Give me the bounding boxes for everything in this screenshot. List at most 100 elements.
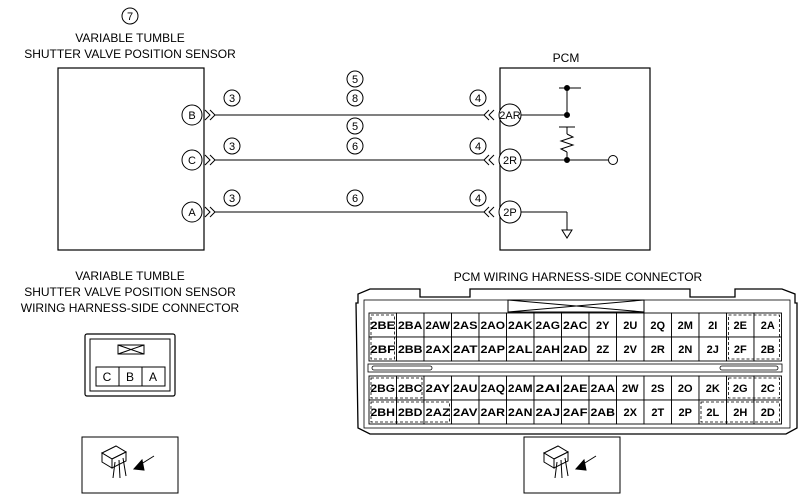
pcm-connector-pin-label: 2BA	[398, 320, 423, 332]
pcm-connector-cell: 2E	[726, 312, 755, 338]
pcm-connector-pin-label: 2AW	[426, 320, 451, 332]
pcm-connector-cell: 2AK	[506, 312, 535, 338]
sensor-number-circle	[121, 7, 139, 25]
wire-row-a: A 3 6 4 2P	[181, 189, 522, 224]
pcm-connector-pin-label: 2A	[761, 320, 775, 332]
pcm-connector-housing	[355, 288, 798, 435]
pcm-connector-cell: 2W	[616, 375, 645, 401]
pcm-connector-pin-label: 2AG	[536, 320, 561, 332]
pcm-connector-cell: 2AM	[506, 375, 535, 401]
sensor-connector-title-line3: WIRING HARNESS-SIDE CONNECTOR	[21, 301, 240, 315]
pcm-connector-title: PCM WIRING HARNESS-SIDE CONNECTOR	[454, 270, 703, 284]
wire-mid-ref: 6	[352, 141, 358, 153]
pcm-connector-pin-label: 2AH	[536, 344, 561, 356]
sensor-number: 7	[127, 11, 133, 23]
sensor-title-line1: VARIABLE TUMBLE	[75, 31, 185, 45]
pcm-connector-pin-label: 2BD	[398, 407, 423, 419]
pcm-connector-group-outline	[700, 401, 780, 423]
wire-mid-ref: 5	[352, 74, 358, 86]
pcm-connector-cell: 2AL	[506, 336, 535, 362]
pcm-connector-cell: 2AE	[561, 375, 590, 401]
pcm-connector-pin-label: 2B	[761, 344, 775, 356]
pcm-connector-cell: 2Z	[588, 336, 617, 362]
pcm-connector-pin-label: 2K	[706, 383, 720, 395]
pcm-connector-pin-label: 2P	[679, 407, 692, 419]
pcm-connector-cell: 2I	[698, 312, 727, 338]
pcm-connector-cell: 2J	[698, 336, 727, 362]
pcm-connector-group-outline	[728, 314, 780, 360]
pcm-connector-cell: 2BB	[396, 336, 425, 362]
pcm-connector-cell: 2AZ	[423, 399, 452, 425]
pcm-connector-cell: 2D	[753, 399, 782, 425]
pcm-connector-pin-label: 2S	[651, 383, 664, 395]
pcm-connector-cell: 2F	[726, 336, 755, 362]
wire-row-b: B 3 5 8 4 2AR	[181, 70, 522, 127]
pcm-connector-cell: 2AO	[478, 312, 507, 338]
pcm-connector-pin-label: 2G	[733, 383, 748, 395]
pcm-terminal-2p: 2P	[503, 207, 516, 219]
pcm-connector-cell: 2X	[616, 399, 645, 425]
connector-chevron-icon	[204, 206, 216, 218]
pcm-connector-pin-label: 2AD	[563, 344, 588, 356]
pcm-connector-cell: 2BC	[396, 375, 425, 401]
pcm-connector-cell: 2AB	[588, 399, 617, 425]
wire-left-ref: 3	[229, 141, 235, 153]
pcm-connector-cell: 2V	[616, 336, 645, 362]
pcm-connector-cell: 2AR	[478, 399, 507, 425]
pcm-connector-cell: 2AY	[423, 375, 452, 401]
connector-chevron-icon	[204, 154, 216, 166]
sensor-terminal-a: A	[188, 207, 196, 219]
pcm-connector-cell: 2AF	[561, 399, 590, 425]
pcm-connector-pin-label: 2T	[651, 407, 664, 419]
pcm-connector-pin-label: 2E	[734, 320, 747, 332]
pcm-connector-pin-label: 2BB	[398, 344, 423, 356]
sensor-connector-pin-a: A	[149, 370, 157, 384]
connector-chevron-icon	[204, 109, 216, 121]
pcm-connector-cell: 2H	[726, 399, 755, 425]
sensor-connector-title-line1: VARIABLE TUMBLE	[75, 269, 185, 283]
pcm-connector-pin-label: 2AY	[426, 383, 451, 395]
pcm-connector-cell: 2BD	[396, 399, 425, 425]
pcm-connector-cell: 2BA	[396, 312, 425, 338]
sensor-terminal-c: C	[188, 155, 196, 167]
pcm-connector-pin-label: 2AJ	[536, 407, 561, 419]
pcm-connector-cell: 2AV	[451, 399, 480, 425]
pcm-connector-cell: 2K	[698, 375, 727, 401]
pcm-connector-cell: 2BH	[368, 399, 397, 425]
pcm-terminal-2ar: 2AR	[499, 110, 520, 122]
pcm-connector-pin-label: 2L	[706, 407, 719, 419]
sensor-terminal-b: B	[188, 110, 195, 122]
sensor-connector-pin-c: C	[103, 370, 112, 384]
pcm-connector-cell: 2AI	[533, 375, 562, 401]
pcm-connector-cell: 2M	[671, 312, 700, 338]
pcm-connector-cell: 2R	[643, 336, 672, 362]
sensor-title-line2: SHUTTER VALVE POSITION SENSOR	[24, 47, 236, 61]
pcm-connector-pin-label: 2BF	[371, 344, 396, 356]
pcm-connector-cell: 2BF	[368, 336, 397, 362]
sensor-connector-title-line2: SHUTTER VALVE POSITION SENSOR	[24, 285, 236, 299]
pcm-connector-group-outline	[370, 314, 395, 360]
pcm-connector-cell: 2A	[753, 312, 782, 338]
connector-chevron-icon	[483, 109, 495, 121]
wire-right-ref: 4	[475, 193, 481, 205]
pcm-terminal-2r: 2R	[503, 155, 517, 167]
pcm-connector-pin-label: 2AS	[453, 320, 478, 332]
pcm-connector-pin-label: 2AL	[508, 344, 533, 356]
sensor-box	[57, 67, 205, 251]
wire-mid-ref: 8	[352, 93, 358, 105]
pcm-connector-cell: 2BE	[368, 312, 397, 338]
pcm-connector-pin-label: 2AZ	[426, 407, 451, 419]
pcm-connector-pin-label: 2AR	[481, 407, 506, 419]
pcm-connector-pin-label: 2M	[678, 320, 693, 332]
pcm-connector-pin-label: 2O	[678, 383, 693, 395]
sensor-connector-pin-b: B	[126, 370, 134, 384]
pcm-connector-pin-label: 2AI	[536, 383, 561, 395]
pcm-connector-pin-label: 2AA	[591, 383, 616, 395]
pcm-connector-cell: 2AJ	[533, 399, 562, 425]
pcm-connector-group-outline	[728, 377, 780, 399]
pcm-connector-cell: 2G	[726, 375, 755, 401]
pcm-connector-cell: 2Y	[588, 312, 617, 338]
pcm-connector-cell: 2T	[643, 399, 672, 425]
